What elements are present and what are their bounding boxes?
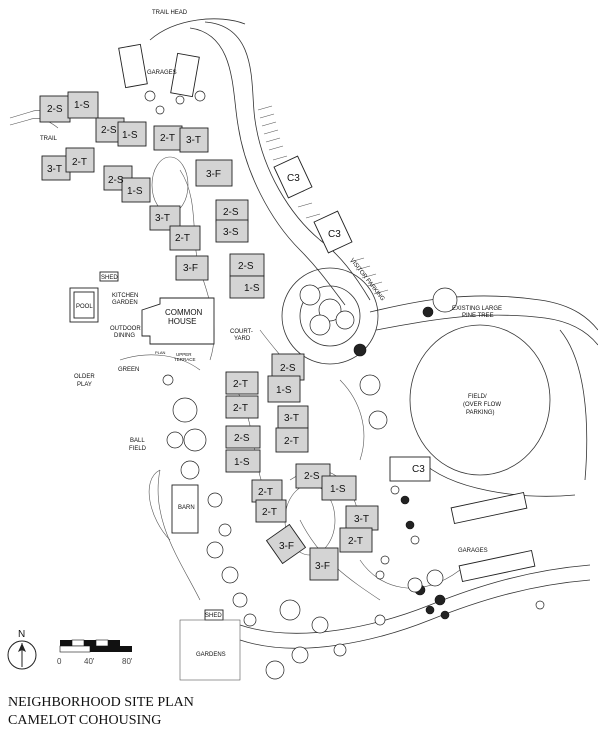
label-barn: BARN [178, 505, 195, 511]
title-line-2: CAMELOT COHOUSING [8, 713, 161, 728]
label-outdoor-dining-1: OUTDOOR [110, 326, 141, 332]
unit-labels: 2-S 1-S 2-S 1-S 2-T 3-T 3-T 2-T 2-S 1-S … [47, 100, 425, 572]
unit-label: 3-T [47, 164, 62, 175]
label-garages-top: GARAGES [147, 70, 177, 76]
label-shed-top: SHED [101, 275, 118, 281]
unit-label: C3 [328, 229, 341, 240]
unit-label: 3-S [223, 227, 239, 238]
label-field-3: PARKING) [466, 410, 495, 416]
unit-label: 1-S [74, 100, 90, 111]
unit-label: 1-S [330, 484, 346, 495]
label-field-2: (OVER FLOW [463, 402, 501, 408]
north-arrow: N [7, 629, 37, 670]
unit-label: 2-T [258, 487, 273, 498]
scale-label-40: 40' [84, 657, 95, 666]
label-common-house-2: HOUSE [168, 317, 196, 326]
label-plan: PLAN [155, 350, 166, 355]
unit-label: 2-T [72, 157, 87, 168]
title-block: NEIGHBORHOOD SITE PLAN CAMELOT COHOUSING [8, 695, 194, 728]
label-pine-2: PINE TREE [462, 313, 494, 319]
label-older-play-2: PLAY [77, 382, 92, 388]
unit-label: 3-T [155, 213, 170, 224]
unit-label: 2-S [101, 125, 117, 136]
unit-label: 2-S [234, 433, 250, 444]
unit-label: 2-S [238, 261, 254, 272]
label-visitor-parking: VISITOR PARKING [348, 258, 385, 303]
title-line-1: NEIGHBORHOOD SITE PLAN [8, 695, 194, 710]
buildings [39, 43, 536, 681]
unit-label: 3-T [354, 514, 369, 525]
unit-label: 3-T [284, 413, 299, 424]
unit-label: 3-F [315, 561, 330, 572]
label-outdoor-dining-2: DINING [114, 333, 135, 339]
unit-label: 2-T [175, 233, 190, 244]
label-courtyard-1: COURT- [230, 329, 253, 335]
unit-label: 1-S [234, 457, 250, 468]
unit-label: 2-S [280, 363, 296, 374]
unit-label: 2-S [304, 471, 320, 482]
label-common-house-1: COMMON [165, 308, 203, 317]
scale-bar: 0 40' 80' [57, 639, 133, 666]
area-labels: TRAIL HEAD GARAGES TRAIL SHED POOL KITCH… [40, 10, 502, 658]
unit-label: 3-F [206, 169, 221, 180]
label-trail-head: TRAIL HEAD [152, 10, 188, 16]
scale-label-80: 80' [122, 657, 133, 666]
unit-label: 2-T [160, 133, 175, 144]
label-older-play-1: OLDER [74, 374, 95, 380]
label-trail: TRAIL [40, 136, 58, 142]
label-pool: POOL [76, 304, 93, 310]
unit-label: 1-S [127, 186, 143, 197]
label-courtyard-2: YARD [234, 336, 251, 342]
north-label: N [18, 629, 25, 640]
unit-label: 1-S [276, 385, 292, 396]
label-kitchen-garden-2: GARDEN [112, 300, 138, 306]
unit-label: 3-F [279, 541, 294, 552]
label-kitchen-garden-1: KITCHEN [112, 293, 138, 299]
label-ball-field-2: FIELD [129, 446, 147, 452]
unit-label: 2-T [262, 507, 277, 518]
unit-label: 2-T [233, 379, 248, 390]
unit-label: C3 [412, 464, 425, 475]
label-shed-bottom: SHED [205, 613, 222, 619]
unit-label: 1-S [122, 130, 138, 141]
unit-label: 2-S [47, 104, 63, 115]
label-green: GREEN [118, 367, 139, 373]
unit-label: 3-F [183, 263, 198, 274]
unit-label: 3-T [186, 135, 201, 146]
unit-label: 2-S [108, 175, 124, 186]
unit-label: C3 [287, 173, 300, 184]
unit-label: 2-T [284, 436, 299, 447]
label-gardens: GARDENS [196, 652, 226, 658]
unit-label: 2-S [223, 207, 239, 218]
trees [144, 90, 545, 680]
label-garages-bottom: GARAGES [458, 548, 488, 554]
unit-label: 2-T [233, 403, 248, 414]
unit-label: 1-S [244, 283, 260, 294]
label-pine-1: EXISTING LARGE [452, 306, 502, 312]
label-upper-terrace-1: UPPER [176, 352, 192, 357]
unit-label: 2-T [348, 536, 363, 547]
label-upper-terrace-2: TERRACE [174, 357, 196, 362]
label-field-1: FIELD/ [468, 394, 487, 400]
label-ball-field-1: BALL [130, 438, 145, 444]
scale-label-0: 0 [57, 657, 62, 666]
